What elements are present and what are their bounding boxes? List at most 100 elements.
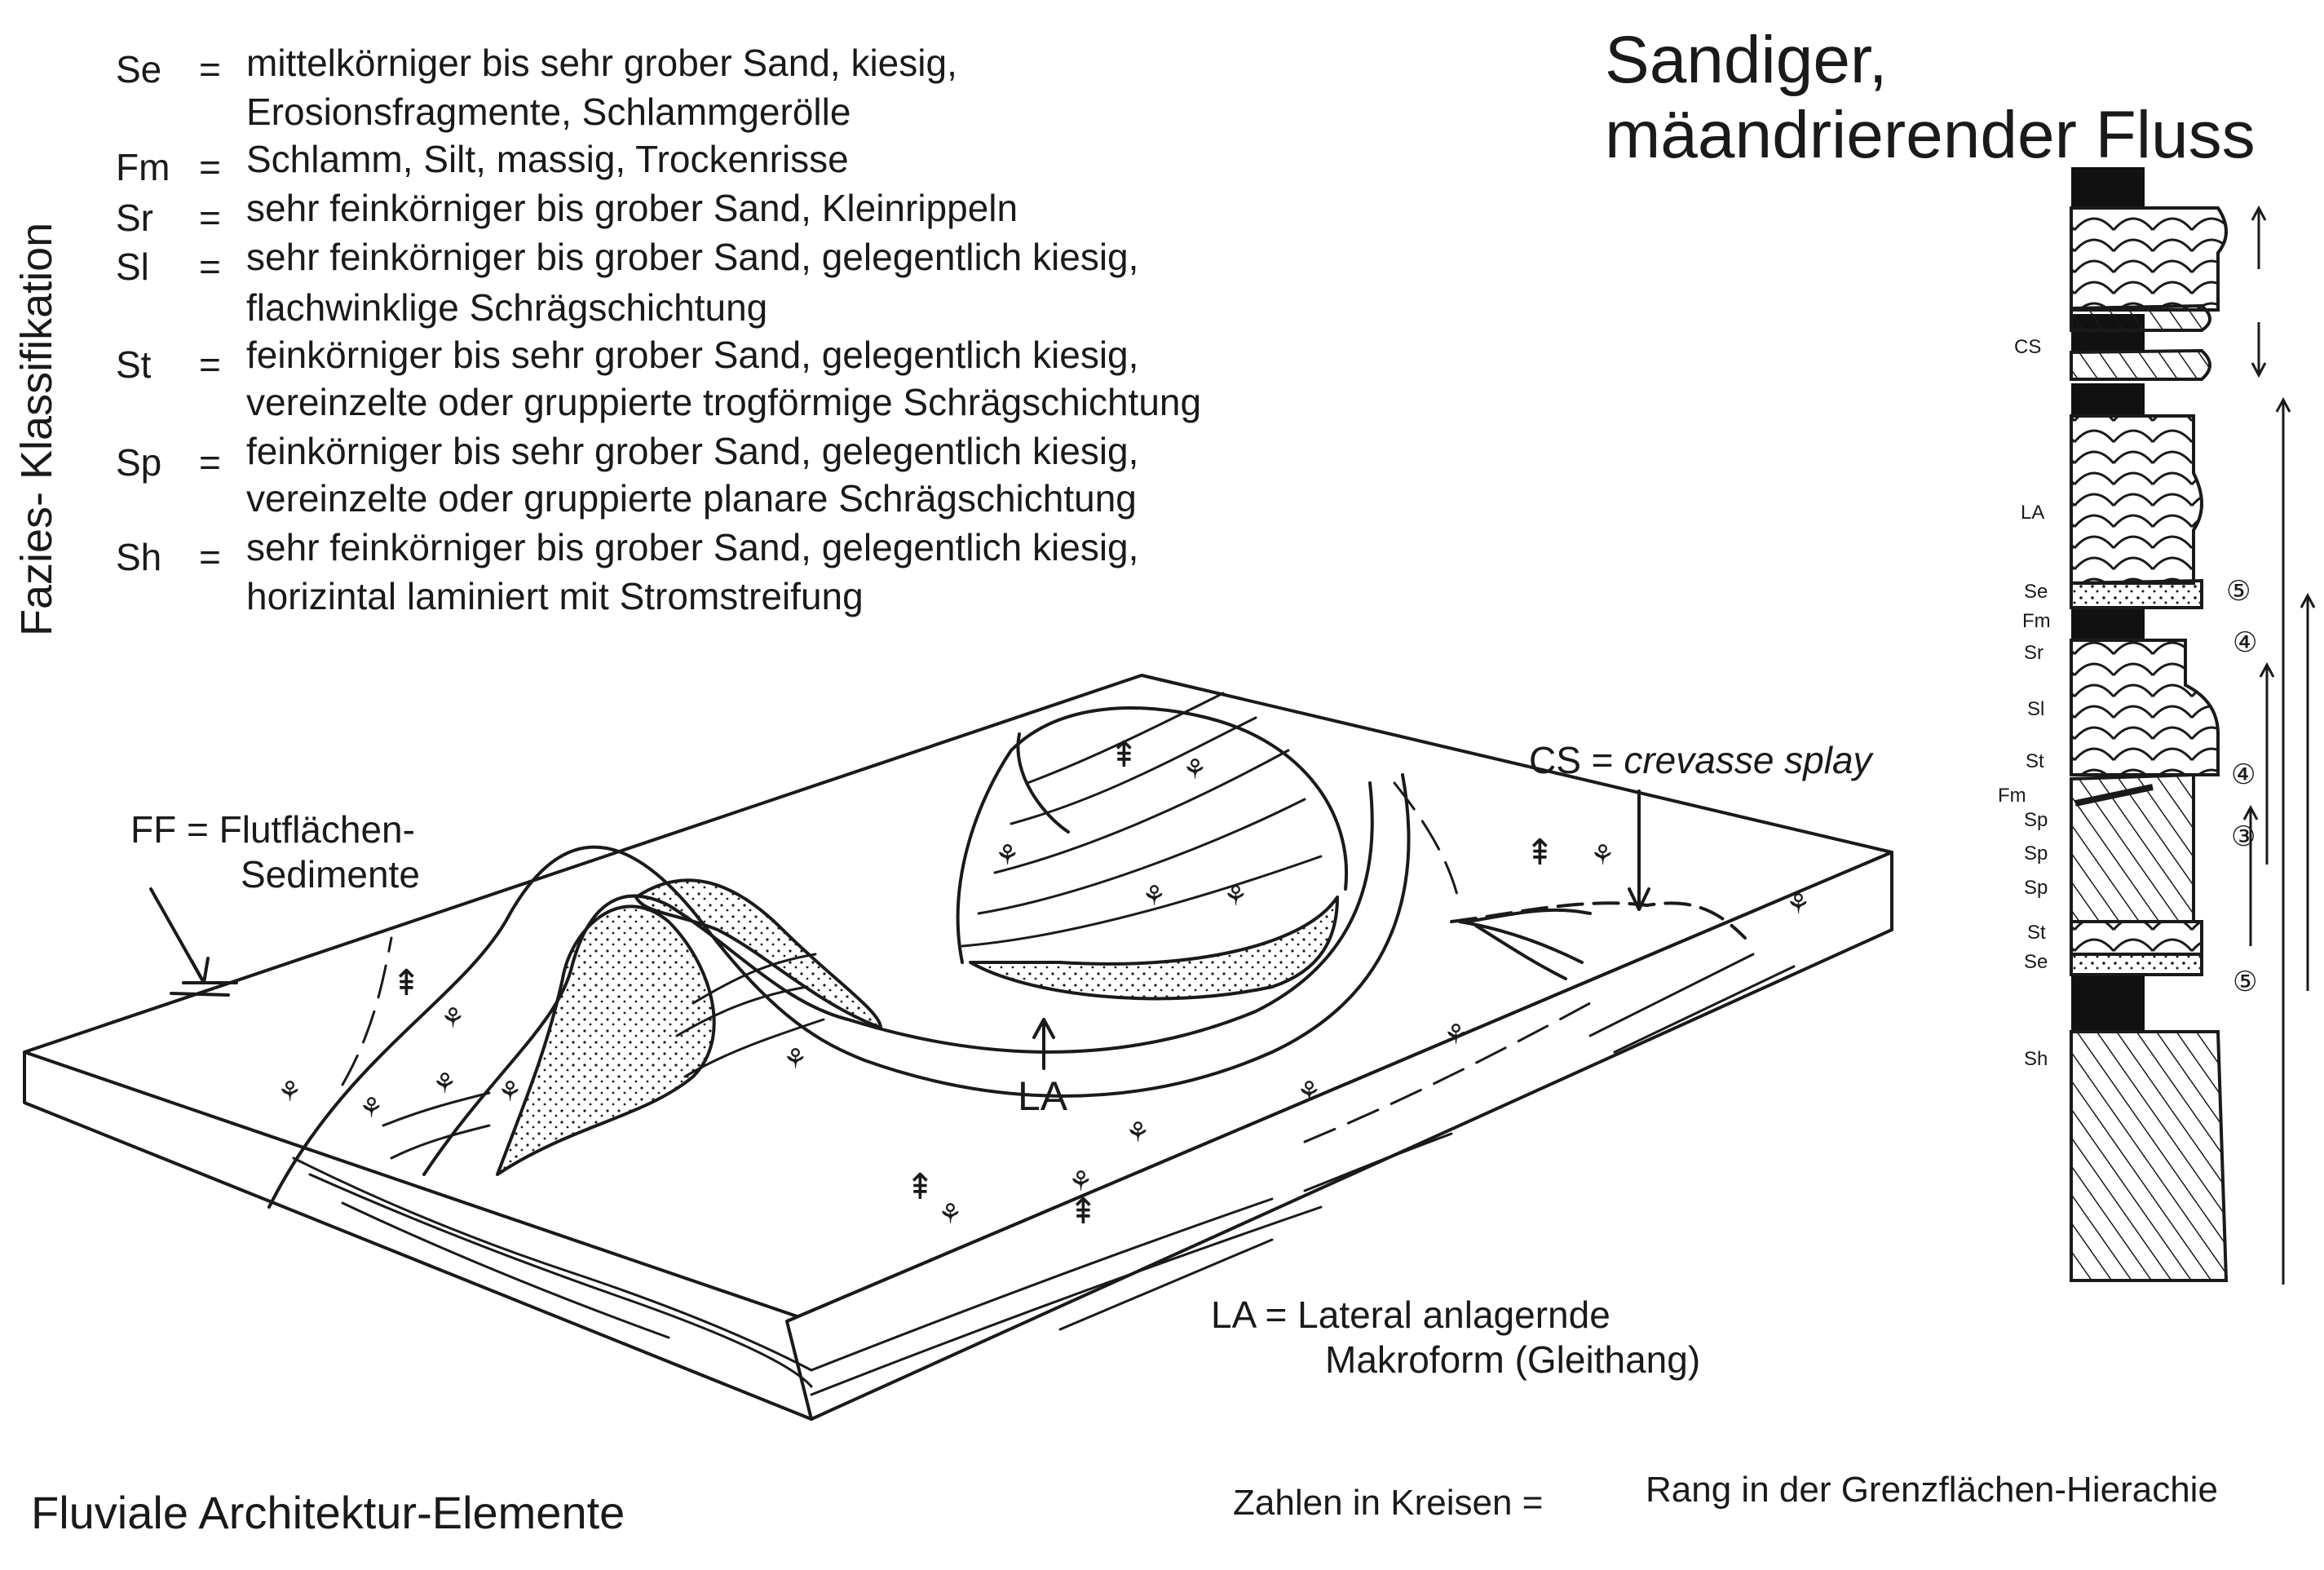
bed-st	[2070, 920, 2203, 956]
column-label-st: St	[2027, 922, 2046, 944]
svg-text:⇞: ⇞	[1068, 1191, 1098, 1232]
svg-text:⚘: ⚘	[1443, 1019, 1468, 1051]
column-label-fm: Fm	[2022, 610, 2051, 632]
svg-text:⚘: ⚘	[497, 1076, 522, 1108]
rank-circle: ⑤	[2233, 966, 2258, 997]
legend-desc: sehr feinkörniger bis grober Sand, geleg…	[246, 236, 1139, 278]
bed-ripples	[2070, 206, 2228, 312]
legend-equals: =	[199, 197, 221, 239]
svg-text:⚘: ⚘	[995, 839, 1019, 872]
legend-equals: =	[199, 536, 221, 578]
svg-text:⚘: ⚘	[359, 1092, 383, 1125]
footer-key: Zahlen in Kreisen =	[1233, 1483, 1544, 1523]
la-label: LA	[1018, 1073, 1068, 1119]
main-title-line2: mäandrierender Fluss	[1605, 98, 2256, 172]
plant-symbols: ⚘⚘⚘ ⚘⚘⚘ ⚘⚘⚘ ⚘⚘⚘ ⚘⚘⚘ ⚘⚘⚘	[277, 754, 1810, 1231]
column-label-sp: Sp	[2024, 842, 2048, 865]
ff-label-line1: FF = Flutflächen-	[130, 808, 415, 851]
legend-code: Sh	[116, 536, 162, 578]
mud-bed	[2071, 608, 2145, 640]
column-label-la: LA	[2021, 502, 2045, 524]
svg-text:⚘: ⚘	[1223, 880, 1248, 913]
legend-equals: =	[199, 245, 221, 288]
ff-label-line2: Sedimente	[241, 853, 420, 896]
main-title: Sandiger, mäandrierender Fluss	[1605, 23, 2256, 173]
la-definition-line1: LA = Lateral anlagernde	[1211, 1294, 1610, 1336]
svg-text:⇞: ⇞	[1525, 832, 1555, 873]
floodplain-lines	[341, 781, 1592, 1143]
legend-desc: feinkörniger bis sehr grober Sand, geleg…	[246, 430, 1139, 472]
la-arrow	[1032, 1018, 1055, 1070]
legend-desc: vereinzelte oder gruppierte trogförmige …	[246, 381, 1202, 423]
cs-label: CS = crevasse splay	[1529, 738, 1872, 782]
svg-text:⚘: ⚘	[1068, 1165, 1093, 1198]
svg-text:⇞: ⇞	[1109, 734, 1139, 776]
rank-circle: ⑤	[2226, 576, 2251, 607]
point-bar-upper	[634, 878, 882, 1029]
bed-la	[2070, 414, 2203, 585]
legend-desc: flachwinklige Schrägschichtung	[246, 286, 768, 329]
legend-equals: =	[199, 441, 221, 484]
svg-text:⚘: ⚘	[1125, 1117, 1150, 1149]
column-label-st: St	[2026, 750, 2044, 772]
tree-symbols: ⇞⇞⇞ ⇞⇞	[391, 734, 1555, 1232]
svg-text:⚘: ⚘	[783, 1043, 807, 1076]
cs-label-term: crevasse splay	[1624, 739, 1872, 781]
bed-cs-sand	[2070, 348, 2211, 381]
block-right-face	[785, 851, 1893, 1421]
svg-text:⇞: ⇞	[905, 1166, 935, 1208]
legend-desc: vereinzelte oder gruppierte planare Schr…	[246, 477, 1137, 520]
footer-title: Fluviale Architektur-Elemente	[31, 1487, 625, 1538]
la-definition-line2: Makroform (Gleithang)	[1325, 1338, 1701, 1381]
column-label-cs: CS	[2014, 336, 2042, 358]
column-label-se: Se	[2024, 581, 2048, 603]
column-label-sp: Sp	[2024, 809, 2048, 831]
svg-text:⚘: ⚘	[277, 1076, 302, 1108]
legend-code: St	[116, 343, 152, 386]
legend-desc: Erosionsfragmente, Schlammgerölle	[246, 91, 851, 133]
mud-bed	[2071, 383, 2145, 416]
rank-circle: ④	[2233, 627, 2258, 658]
bed-se-upper	[2070, 578, 2203, 609]
svg-text:⚘: ⚘	[1297, 1076, 1321, 1108]
legend-desc: feinkörniger bis sehr grober Sand, geleg…	[246, 334, 1139, 376]
legend-desc: sehr feinkörniger bis grober Sand, Klein…	[246, 187, 1018, 229]
column-label-sr: Sr	[2024, 642, 2043, 664]
column-label-se: Se	[2024, 951, 2048, 973]
svg-text:⚘: ⚘	[440, 1002, 465, 1035]
legend-desc: mittelkörniger bis sehr grober Sand, kie…	[246, 42, 957, 84]
svg-text:⚘: ⚘	[938, 1198, 962, 1231]
main-title-line1: Sandiger,	[1605, 23, 1888, 97]
legend-equals: =	[199, 343, 221, 386]
svg-text:⚘: ⚘	[1182, 754, 1207, 786]
column-label-sl: Sl	[2027, 698, 2045, 720]
legend-desc: Schlamm, Silt, massig, Trockenrisse	[246, 138, 849, 180]
point-bar-lower	[496, 904, 716, 1176]
footer-value: Rang in der Grenzflächen-Hierachie	[1646, 1470, 2218, 1510]
cs-label-prefix: CS =	[1529, 739, 1624, 781]
sequence-arrows	[2242, 205, 2316, 1285]
block-strata	[292, 953, 1796, 1396]
column-label-sh: Sh	[2024, 1048, 2048, 1070]
legend-desc: sehr feinkörniger bis grober Sand, geleg…	[246, 526, 1139, 568]
svg-text:⚘: ⚘	[1142, 880, 1166, 913]
legend-code: Sl	[116, 245, 149, 288]
svg-text:⚘: ⚘	[432, 1068, 457, 1100]
legend-equals: =	[199, 48, 221, 91]
meander-loop	[956, 706, 1349, 964]
bed-sh	[2070, 1030, 2229, 1282]
svg-text:⚘: ⚘	[995, 839, 1019, 872]
legend-desc: horizintal laminiert mit Stromstreifung	[246, 575, 864, 617]
mud-bed	[2071, 167, 2145, 208]
legend-code: Se	[116, 48, 162, 91]
point-bar-la	[969, 896, 1339, 1001]
legend-code: Sr	[116, 197, 153, 239]
column-label-sp: Sp	[2024, 877, 2048, 899]
svg-text:⚘: ⚘	[1590, 839, 1615, 872]
legend-code: Fm	[116, 146, 170, 188]
rank-circle: ③	[2231, 821, 2256, 852]
mud-bed	[2071, 975, 2145, 1032]
legend-code: Sp	[116, 441, 162, 484]
bed-sp	[2070, 772, 2195, 923]
